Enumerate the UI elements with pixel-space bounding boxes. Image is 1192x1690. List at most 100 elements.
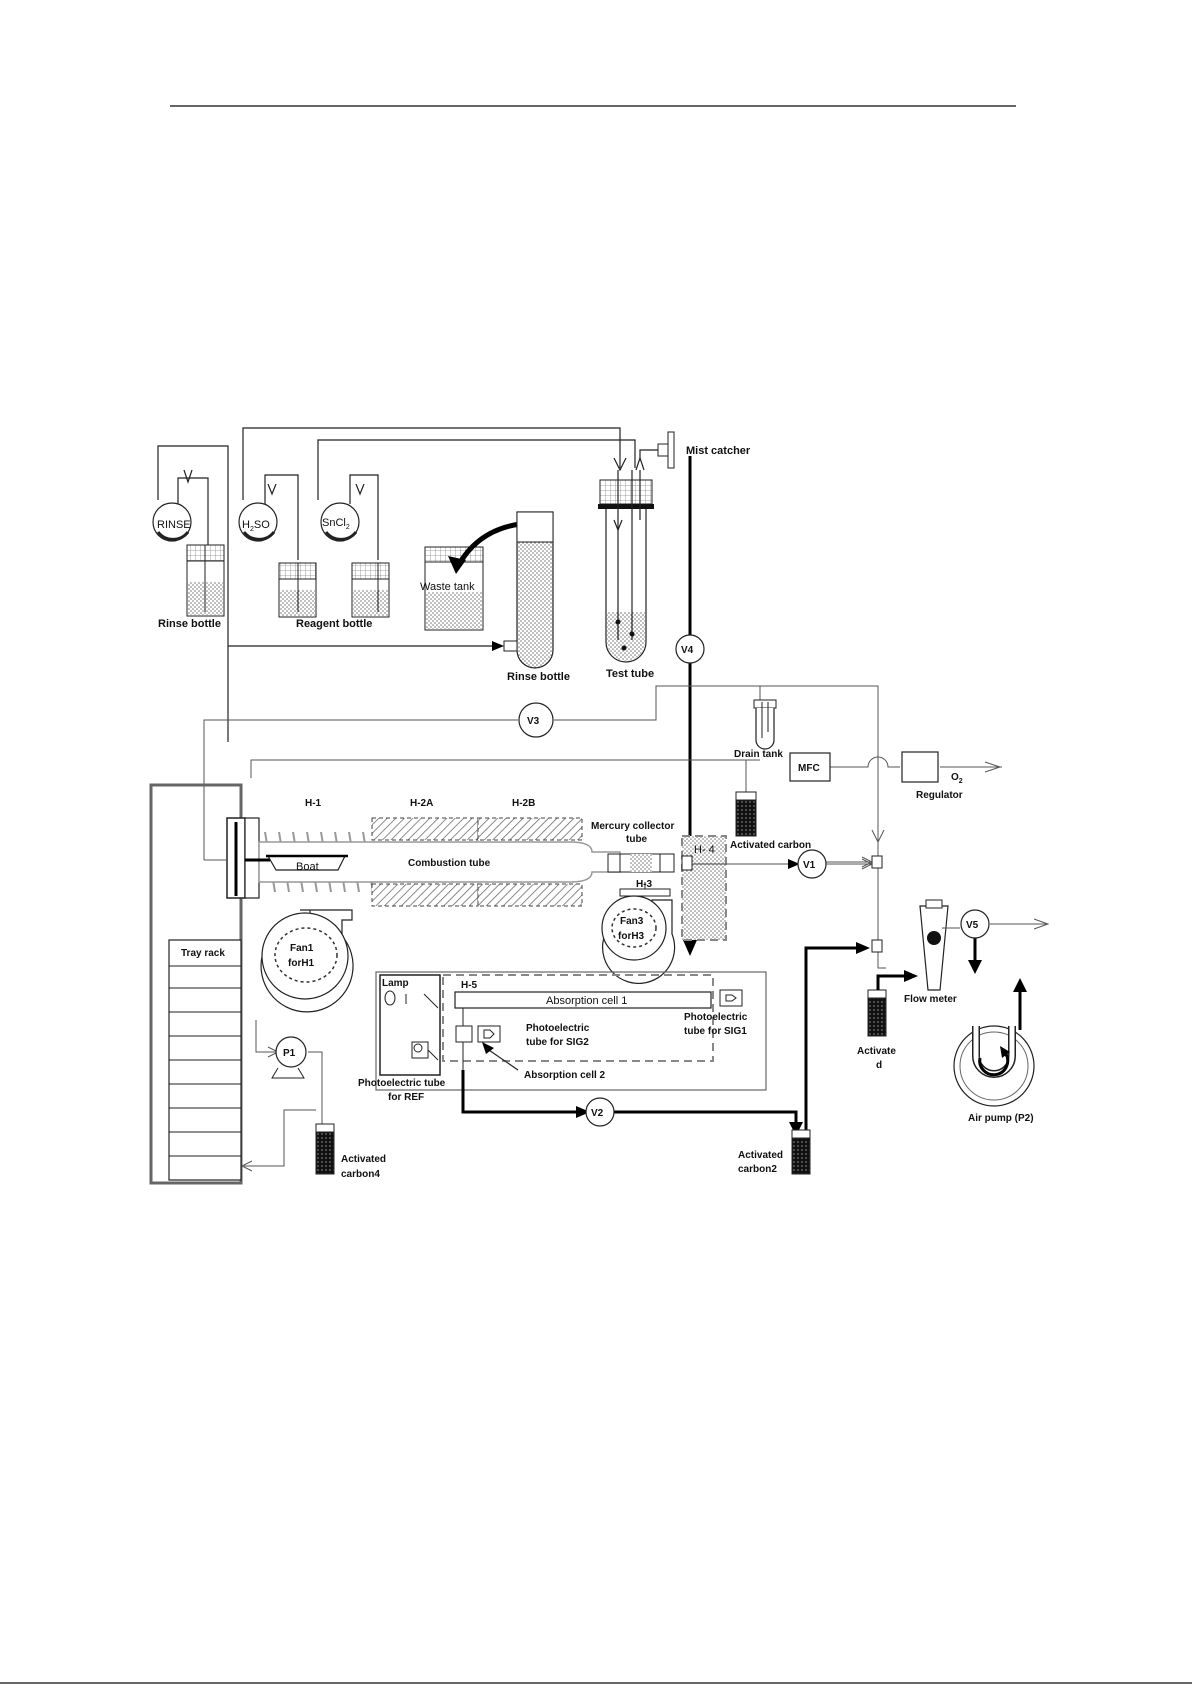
valve-v4: V4	[675, 634, 705, 664]
sncl2-pump: SnCl2	[320, 502, 360, 542]
mist-catcher: Mist catcher	[639, 431, 751, 469]
combustion-tube-label: Combustion tube	[408, 858, 491, 869]
rinse-bottle-1-label: Rinse bottle	[158, 618, 221, 630]
heater-h4	[681, 835, 727, 941]
mercury-collector-label-2: tube	[626, 834, 648, 845]
o2-sub: 2	[959, 778, 963, 785]
activated-d-label-2: d	[876, 1060, 882, 1071]
absorption-cell-2	[455, 1025, 473, 1043]
lamp-housing	[379, 974, 441, 1076]
boat: Boat	[245, 854, 348, 873]
svg-text:SnCl2: SnCl2	[322, 517, 350, 531]
fan3-label-2: forH3	[618, 931, 645, 942]
mist-catcher-label: Mist catcher	[686, 445, 751, 457]
valve-v1: V1	[797, 849, 827, 879]
air-pump-label: Air pump (P2)	[968, 1113, 1034, 1124]
valve-v1-label: V1	[803, 860, 816, 871]
activated-carbon4-label-1: Activated	[341, 1154, 386, 1165]
test-tube: Test tube	[598, 456, 654, 680]
mercury-collector-label-1: Mercury collector	[591, 821, 674, 832]
absorption-cell-1	[454, 991, 712, 1009]
activated-carbon-top: Activated carbon	[730, 791, 811, 851]
exhaust-section: Activate d Flow meter	[857, 899, 1050, 1071]
pe-ref-label-2: for REF	[388, 1092, 424, 1103]
h2so-pump-label: H	[242, 519, 250, 531]
pe-ref-label-1: Photoelectric tube	[358, 1078, 446, 1089]
valve-v2-label: V2	[591, 1108, 604, 1119]
valve-v4-label: V4	[681, 645, 694, 656]
rinse-pump: RINSE	[152, 502, 192, 542]
mfc: MFC	[789, 752, 831, 782]
activated-carbon2-label-2: carbon2	[738, 1164, 777, 1175]
heater-h2b-top	[477, 817, 583, 841]
test-tube-label: Test tube	[606, 668, 654, 680]
gas-lines	[203, 685, 1002, 960]
activated-carbon2-label-1: Activated	[738, 1150, 783, 1161]
heater-h4-label: H- 4	[694, 844, 715, 856]
h2so-pump-tail: SO	[254, 519, 270, 531]
valve-v5-label: V5	[966, 920, 979, 931]
air-pump: Air pump (P2)	[953, 978, 1035, 1124]
valve-v3: V3	[518, 702, 554, 738]
heater-h5-label: H-5	[461, 980, 478, 991]
rinse-bottle-2: Rinse bottle	[507, 511, 570, 683]
pump-p1-label: P1	[283, 1048, 296, 1059]
activated-d-label-1: Activate	[857, 1046, 896, 1057]
heater-h2b-bottom	[477, 883, 583, 907]
fan1: Fan1 forH1	[260, 909, 354, 1013]
pe-sig1-label-1: Photoelectric	[684, 1012, 748, 1023]
rinse-bottle-1: Rinse bottle	[158, 544, 225, 630]
mfc-label: MFC	[798, 763, 820, 774]
pe-sig1-label-2: tube for SIG1	[684, 1026, 747, 1037]
regulator: O2 Regulator	[901, 751, 963, 801]
fan1-label-2: forH1	[288, 958, 315, 969]
h2so-pump: H2SO	[238, 502, 278, 542]
o2-label: O	[951, 772, 959, 783]
heater-h2a-bottom	[371, 883, 479, 907]
absorption-cell-2-label: Absorption cell 2	[524, 1070, 606, 1081]
fan1-label-1: Fan1	[290, 943, 314, 954]
heater-h1-label: H-1	[305, 798, 322, 809]
sncl2-pump-sub: 2	[346, 524, 350, 531]
rinse-bottle-2-label: Rinse bottle	[507, 671, 570, 683]
pump-p1-group: Activated carbon4	[240, 1020, 386, 1180]
h2so-pump-sub: 2	[250, 526, 254, 533]
reagent-section: RINSE Rinse bottle H2SO SnCl2	[152, 427, 751, 956]
drain-tank: Drain tank	[734, 686, 783, 760]
rinse-pump-label: RINSE	[157, 519, 191, 531]
tray-rack: Tray rack	[168, 939, 242, 1181]
reagent-bottle-2	[351, 562, 390, 618]
detector-enclosure	[375, 971, 767, 1091]
reagent-bottle-label: Reagent bottle	[296, 618, 372, 630]
boat-label: Boat	[296, 861, 319, 873]
pe-sig2-label-2: tube for SIG2	[526, 1037, 589, 1048]
valve-v2: V2	[585, 1097, 615, 1127]
waste-tank: Waste tank	[420, 521, 521, 631]
drain-tank-label: Drain tank	[734, 749, 783, 760]
valve-v5: V5	[960, 909, 990, 939]
regulator-label: Regulator	[916, 790, 963, 801]
activated-carbon4-label-2: carbon4	[341, 1169, 380, 1180]
svg-text:H2SO: H2SO	[242, 519, 270, 533]
lamp-label: Lamp	[382, 978, 409, 989]
pump-p1: P1	[271, 1036, 307, 1079]
absorption-cell-1-label: Absorption cell 1	[546, 995, 627, 1007]
detector-section: Lamp Photoelectric tube for REF H-5 Abso…	[358, 971, 767, 1103]
waste-tank-label: Waste tank	[420, 581, 475, 593]
furnace-section: H-1 H-2A H-2B Combustion tube Boat Mercu…	[149, 783, 874, 1185]
activated-carbon-2: Activated carbon2	[738, 1129, 811, 1175]
heater-h2a-top	[371, 817, 479, 841]
heater-h2a-label: H-2A	[410, 798, 433, 809]
tray-rack-label: Tray rack	[181, 948, 225, 959]
heater-h3-label: H-3	[636, 879, 653, 890]
activated-carbon-label: Activated carbon	[730, 840, 811, 851]
valve-v3-label: V3	[527, 716, 540, 727]
v2-line	[461, 942, 870, 1136]
heater-h3	[619, 888, 671, 897]
sncl2-pump-label: SnCl	[322, 517, 346, 529]
svg-text:O2: O2	[951, 772, 963, 785]
flow-meter-label: Flow meter	[904, 994, 957, 1005]
reagent-bottle-1	[278, 562, 317, 618]
